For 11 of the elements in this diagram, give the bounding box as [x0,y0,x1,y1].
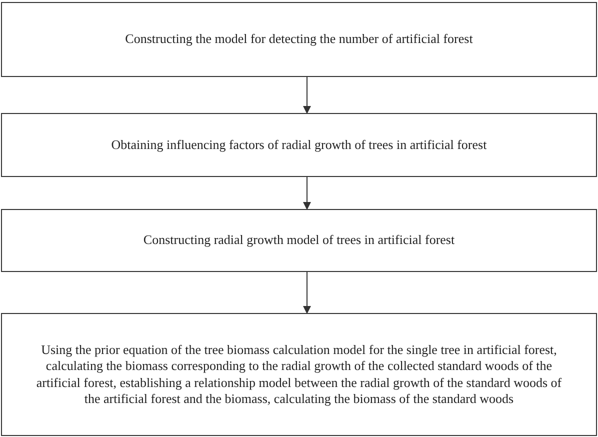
process-box [1,313,597,436]
arrow [303,76,311,114]
process-box [1,113,597,177]
arrow [303,272,311,314]
step-text: Constructing radial growth model of trees in artificial forest [143,232,455,249]
process-box [1,2,597,77]
process-box [1,209,597,272]
step-text: Obtaining influencing factors of radial growth of trees in artificial forest [111,136,487,154]
step-text: Using the prior equation of the tree biomass calculation model for the single tree in artificial forest, calculating the biomass corresponding to the radial growth of the collected standard woods of the artificial forest, establishing a relationship model between the radial growth of the standard woods of the artificial forest and the biomass, calculating the biomass of the standard woods [35,342,563,408]
arrow [303,176,311,210]
step-text: Constructing the model for detecting the number of artificial forest [125,31,473,48]
